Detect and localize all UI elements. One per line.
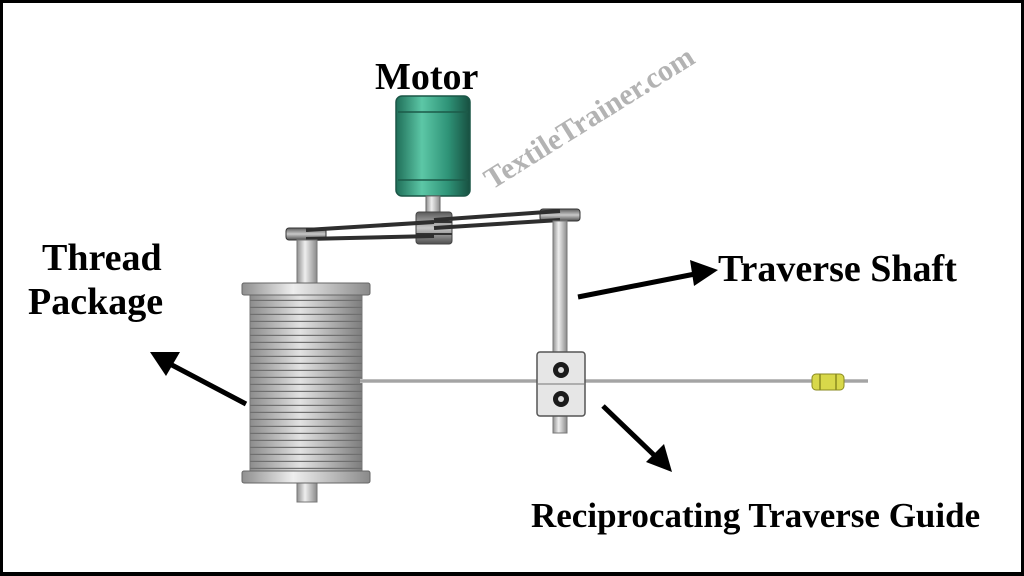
belt-left	[305, 220, 435, 241]
label-motor: Motor	[375, 56, 479, 98]
thread-package	[241, 282, 371, 484]
motor	[395, 95, 471, 217]
traverse-guide	[536, 351, 586, 417]
arrows	[150, 260, 718, 472]
arrow-traverse-shaft	[577, 271, 696, 300]
arrow-traverse-guide	[601, 404, 657, 458]
package-bottom-flange	[241, 470, 371, 484]
label-traverse-guide: Reciprocating Traverse Guide	[531, 496, 980, 535]
label-thread: Thread	[42, 237, 162, 279]
arrow-thread-package	[168, 361, 248, 407]
package-spindle-top	[296, 239, 318, 287]
thread-guide-eye	[811, 373, 845, 391]
label-traverse-shaft: Traverse Shaft	[718, 248, 957, 290]
watermark-text: TextileTrainer.com	[478, 40, 700, 196]
motor-body	[395, 95, 471, 197]
package-top-flange	[241, 282, 371, 296]
label-package: Package	[28, 281, 163, 323]
belt-right	[433, 209, 561, 230]
belt-drive	[285, 208, 581, 245]
